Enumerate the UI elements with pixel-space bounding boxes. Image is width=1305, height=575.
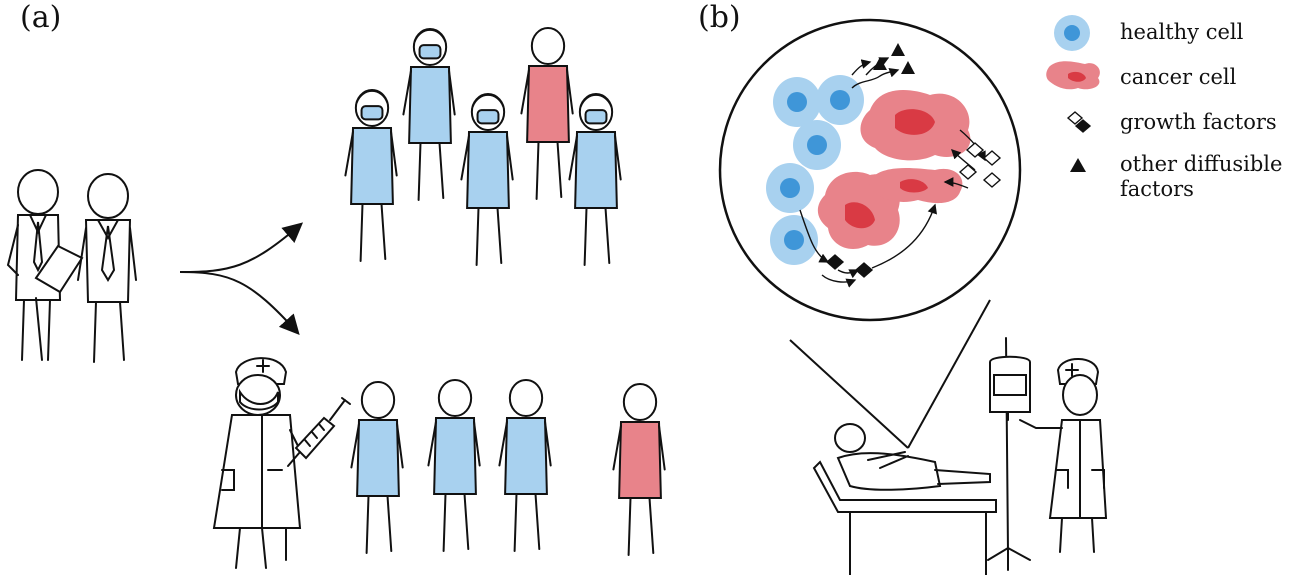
vaccinated-person	[350, 380, 404, 554]
legend-healthy-label: healthy cell	[1120, 20, 1244, 44]
nurse-panel-b	[1019, 358, 1108, 553]
legend-markers	[1046, 15, 1100, 172]
growth-factor	[982, 150, 1002, 166]
growth-factor	[825, 254, 845, 270]
patient-on-bed	[812, 423, 997, 575]
legend-cancer-label: cancer cell	[1120, 65, 1237, 89]
vaccinated-group	[350, 378, 666, 556]
vaccinated-person	[427, 378, 481, 552]
legend-diffusible-factor-marker	[1070, 158, 1086, 172]
diffusible-factor	[891, 43, 905, 56]
growth-factor	[965, 142, 985, 158]
legend-other-label-2: factors	[1120, 177, 1194, 201]
masked-group	[344, 26, 622, 266]
legend-other-label-1: other diffusible	[1120, 152, 1283, 176]
legend-growth-factor-marker	[1066, 111, 1092, 133]
growth-factor	[982, 172, 1002, 188]
growth-factor	[958, 164, 978, 180]
masked-person	[344, 88, 398, 262]
growth-factor	[854, 262, 874, 278]
panel-b-label: (b)	[698, 0, 741, 35]
infected-person	[612, 382, 666, 556]
diffusible-factor	[873, 57, 887, 70]
cell-cluster	[766, 75, 971, 265]
masked-person	[402, 27, 456, 201]
branch-arrows	[179, 222, 304, 335]
doctors-pair	[6, 169, 137, 363]
masked-person	[568, 92, 622, 266]
masked-person	[460, 92, 514, 266]
panel-a-label: (a)	[20, 0, 62, 35]
diffusible-factor-markers	[873, 43, 915, 74]
iv-stand	[987, 337, 1031, 571]
diffusible-factor	[901, 61, 915, 74]
growth-factor-markers	[825, 142, 1002, 278]
zoom-lines	[789, 299, 991, 449]
nurse-with-syringe	[212, 357, 351, 569]
infected-person	[520, 26, 574, 200]
vaccinated-person	[498, 378, 552, 552]
legend-growth-label: growth factors	[1120, 110, 1277, 134]
